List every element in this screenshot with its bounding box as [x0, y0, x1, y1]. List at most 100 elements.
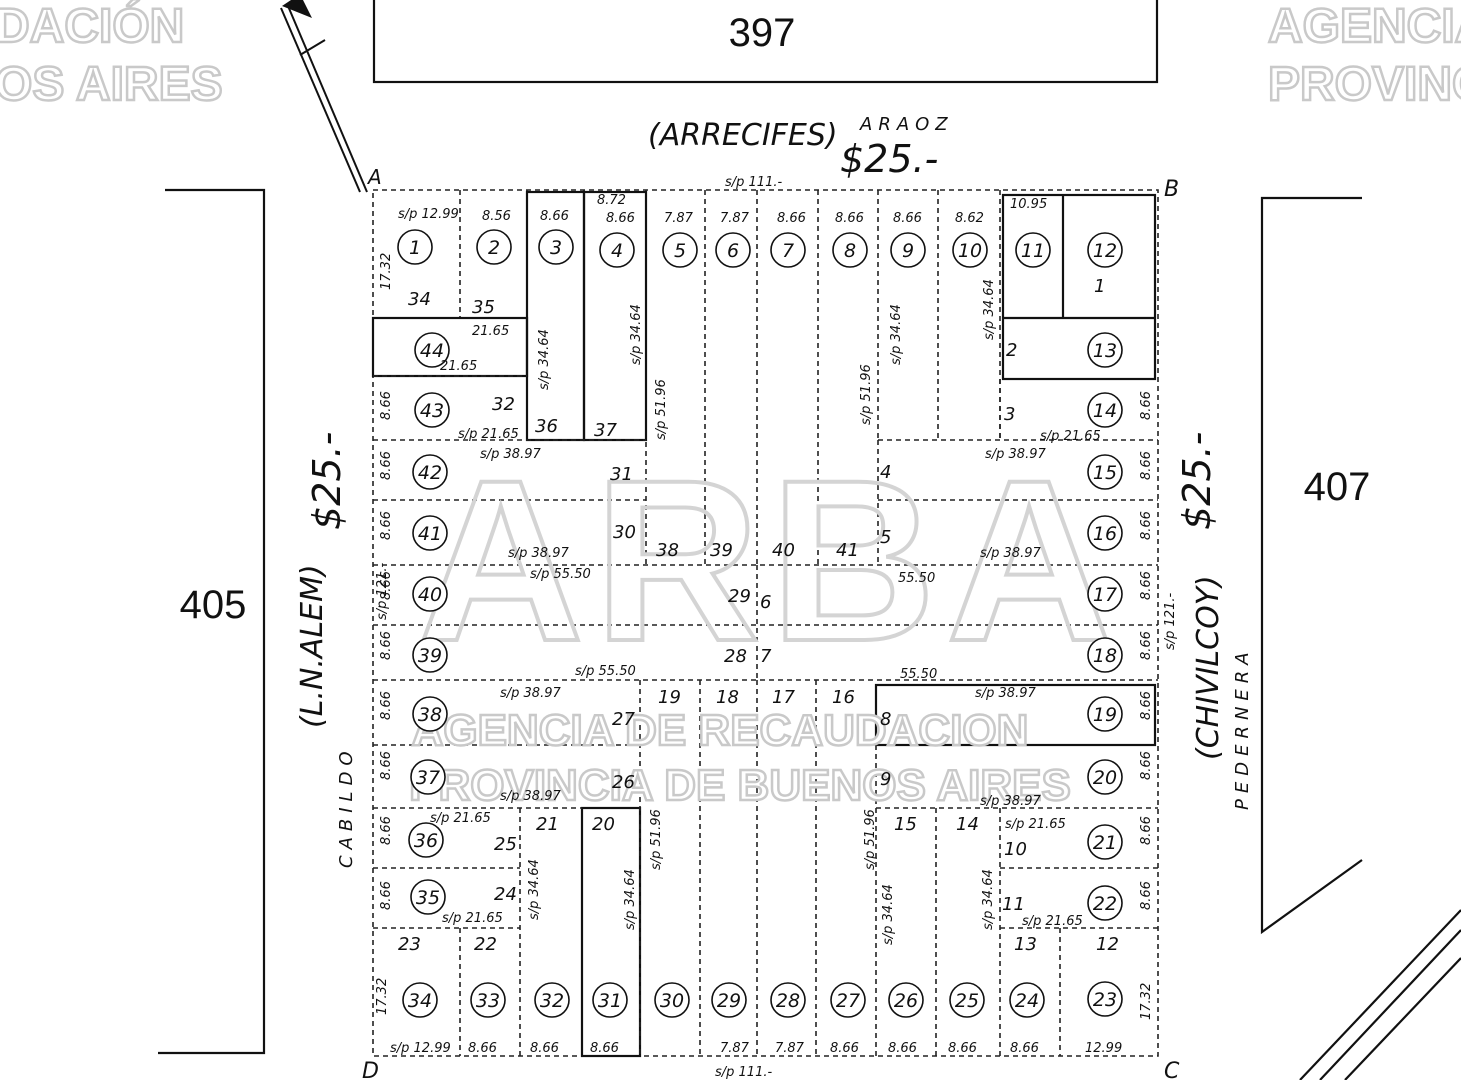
part-p7: 30 — [613, 522, 636, 543]
part-p10: 40 — [772, 540, 795, 561]
part-p6: 31 — [610, 464, 633, 485]
part-p20: 23 — [398, 934, 421, 955]
width-bottom-8: 8.66 — [948, 1041, 977, 1056]
depth-label-24: s/p 34.64 — [629, 304, 644, 365]
depth-label-19: s/p 51.96 — [654, 379, 669, 440]
width-west-1: 8.66 — [379, 391, 394, 420]
lot-circle-32 — [534, 982, 570, 1018]
watermark-province-line: PROVINCIA DE BUENOS AIRES — [409, 761, 1071, 810]
part-p5: 32 — [492, 394, 515, 415]
width-top-5: 7.87 — [664, 211, 694, 226]
part-p33: 10 — [1004, 839, 1027, 860]
width-east-3: 8.66 — [1139, 511, 1154, 540]
part-p26: 17 — [772, 687, 795, 708]
lot-number-34: 34 — [408, 990, 432, 1012]
width-bottom-6: 8.66 — [830, 1041, 859, 1056]
part-p17: 26 — [612, 772, 635, 793]
lot-circle-8 — [832, 232, 868, 268]
lot-circle-34 — [402, 982, 438, 1018]
lot-circle-6 — [715, 232, 751, 268]
lot-circle-7 — [770, 232, 806, 268]
lot-circle-12 — [1087, 232, 1123, 268]
part-p2: 35 — [472, 297, 495, 318]
depth-label-25: s/p 34.64 — [889, 304, 904, 365]
depth-label-36: 21.65 — [440, 359, 477, 374]
perimeter-north: s/p 111.- — [725, 175, 782, 190]
depth-label-5: s/p 38.97 — [980, 546, 1041, 561]
part-p31: 12 — [1096, 934, 1119, 955]
lot-circle-13 — [1087, 332, 1123, 368]
part-p4: 37 — [594, 420, 617, 441]
width-top-6: 7.87 — [720, 211, 750, 226]
watermark-arba: ARBA — [418, 432, 1122, 689]
lot-number-35: 35 — [416, 887, 440, 909]
part-p11: 41 — [836, 540, 859, 561]
lot-number-4: 4 — [611, 240, 623, 262]
lot-lines — [371, 190, 1158, 1058]
watermark-top-left-1: DACIÓN — [0, 0, 184, 53]
depth-label-1: s/p 38.97 — [480, 447, 541, 462]
lot-circle-16 — [1087, 515, 1123, 551]
block-405-label: 405 — [180, 583, 247, 627]
block-397-outline — [372, 0, 1159, 84]
lot-circle-28 — [770, 982, 806, 1018]
street-west-price: $25.- — [305, 432, 349, 530]
railway-lines — [1299, 909, 1461, 1080]
lot-number-31: 31 — [598, 990, 622, 1012]
lot-number-40: 40 — [418, 584, 442, 606]
street-north-old: (ARRECIFES) — [648, 118, 838, 153]
depth-label-6: s/p 38.97 — [985, 447, 1046, 462]
depth-label-3: s/p 55.50 — [530, 567, 591, 582]
lot-circle-43 — [414, 392, 450, 428]
lot-number-24: 24 — [1015, 990, 1039, 1012]
depth-label-10: s/p 38.97 — [975, 686, 1036, 701]
lot-circle-29 — [711, 982, 747, 1018]
lot-number-14: 14 — [1093, 400, 1117, 422]
depth-label-29: s/p 34.64 — [881, 884, 896, 945]
width-top-9: 8.66 — [893, 211, 922, 226]
depth-label-27: s/p 34.64 — [527, 859, 542, 920]
width-west-9: 8.66 — [379, 881, 394, 910]
lot-number-28: 28 — [776, 990, 800, 1012]
depth-label-31: s/p 12.99 — [398, 207, 459, 222]
part-p24: 19 — [658, 687, 681, 708]
part-p40: 1 — [1094, 276, 1105, 297]
street-east-old: (CHIVILCOY) — [1191, 575, 1226, 760]
width-west-4: 8.66 — [379, 571, 394, 600]
depth-label-22: s/p 51.96 — [863, 809, 878, 870]
north-arrow-icon — [280, 0, 368, 193]
main-block-outline — [372, 189, 1159, 1057]
depth-label-34: 17.32 — [375, 978, 390, 1015]
width-bottom-2: 8.66 — [530, 1041, 559, 1056]
part-p3: 36 — [535, 416, 558, 437]
part-p13: 6 — [760, 592, 771, 613]
lot-circle-25 — [949, 982, 985, 1018]
lot-circle-15 — [1087, 454, 1123, 490]
street-north-new: ARAOZ — [859, 114, 954, 135]
depth-label-32: s/p 12.99 — [390, 1041, 451, 1056]
watermark-agency-line: AGENCIA DE RECAUDACION — [412, 706, 1029, 755]
lot-circle-5 — [662, 232, 698, 268]
lot-circle-14 — [1087, 392, 1123, 428]
part-p32: 11 — [1002, 894, 1025, 915]
lot-number-27: 27 — [836, 990, 860, 1012]
lot-number-42: 42 — [418, 462, 442, 484]
part-p30: 13 — [1014, 934, 1037, 955]
perimeter-south: s/p 111.- — [715, 1065, 772, 1080]
width-west-2: 8.66 — [379, 451, 394, 480]
width-bottom-last: 12.99 — [1085, 1041, 1122, 1056]
lot-number-33: 33 — [476, 990, 500, 1012]
depth-label-20: s/p 51.96 — [859, 364, 874, 425]
lot-circle-20 — [1087, 759, 1123, 795]
part-p36: 5 — [880, 527, 891, 548]
width-west-6: 8.66 — [379, 691, 394, 720]
width-top-7: 8.66 — [777, 211, 806, 226]
street-east-new: PEDERNERA — [1232, 646, 1253, 810]
depth-label-17: s/p 21.65 — [442, 911, 503, 926]
lot-circle-9 — [890, 232, 926, 268]
width-top-8: 8.66 — [835, 211, 864, 226]
lot-number-20: 20 — [1093, 767, 1117, 789]
depth-label-9: s/p 38.97 — [500, 686, 561, 701]
